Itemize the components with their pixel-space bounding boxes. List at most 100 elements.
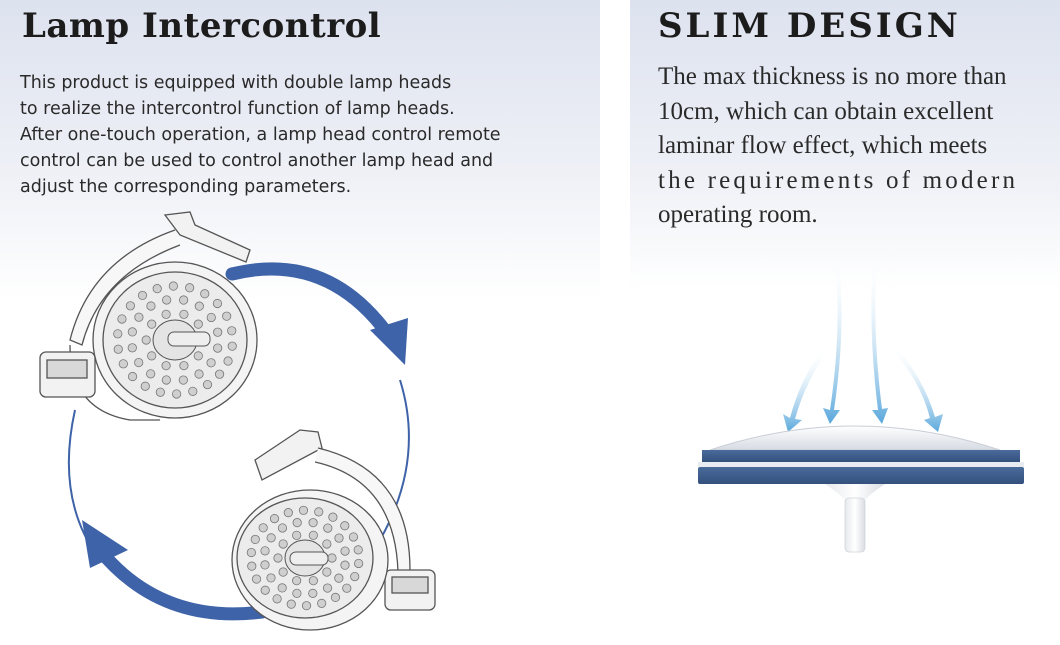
led-dot <box>227 341 237 351</box>
airflow-arrows-icon <box>783 262 943 432</box>
led-dot <box>278 539 288 549</box>
led-dot <box>260 546 270 556</box>
led-dot <box>185 283 195 293</box>
slim-design-panel: SLIM DESIGN The max thickness is no more… <box>630 0 1060 645</box>
led-dot <box>266 573 276 583</box>
led-dot <box>141 335 151 345</box>
led-dot <box>213 343 223 353</box>
lamp-head-illustration <box>39 211 258 421</box>
led-dot <box>152 284 162 294</box>
led-dot <box>251 574 262 584</box>
led-dot <box>212 298 223 309</box>
led-dot <box>317 598 327 608</box>
led-dot <box>342 583 352 593</box>
led-dot <box>137 290 148 301</box>
led-dot <box>292 530 302 540</box>
led-dot <box>155 387 165 397</box>
led-dot <box>323 523 333 533</box>
lamp-head-illustration <box>231 429 436 631</box>
led-dot <box>314 507 324 517</box>
led-dot <box>179 361 189 371</box>
description-line: adjust the corresponding parameters. <box>20 177 352 197</box>
description-line: 10cm, which can obtain excellent <box>658 97 994 125</box>
led-dot <box>340 521 350 531</box>
led-dot <box>147 351 157 361</box>
description-line: control can be used to control another l… <box>20 151 494 171</box>
led-dot <box>246 547 256 558</box>
led-dot <box>134 312 144 322</box>
led-dot <box>292 588 302 598</box>
led-dot <box>113 344 123 354</box>
led-dot <box>213 327 223 337</box>
lamp-intercontrol-title: Lamp Intercontrol <box>22 6 382 46</box>
led-dot <box>353 545 363 555</box>
led-dot <box>206 358 216 368</box>
led-dot <box>260 585 270 595</box>
led-dot <box>161 375 171 385</box>
led-dot <box>117 314 127 324</box>
led-dot <box>327 553 337 563</box>
led-dot <box>200 289 210 299</box>
led-dot <box>308 518 318 528</box>
led-dot <box>292 576 302 586</box>
led-dot <box>140 381 150 391</box>
led-dot <box>278 567 288 577</box>
description-line: laminar flow effect, which meets <box>658 132 988 159</box>
panel-gap <box>600 0 630 645</box>
led-dot <box>134 357 144 368</box>
led-dot <box>247 561 257 571</box>
led-dot <box>161 309 171 319</box>
led-dot <box>147 319 157 329</box>
led-dot <box>354 558 364 569</box>
led-dot <box>113 329 123 339</box>
led-dot <box>178 375 188 385</box>
led-dot <box>301 601 312 611</box>
led-dot <box>273 553 283 563</box>
lamp-intercontrol-description: This product is equipped with double lam… <box>20 70 580 200</box>
led-dot <box>322 539 332 549</box>
led-dot <box>308 530 318 540</box>
led-dot <box>334 573 344 583</box>
led-dot <box>277 583 287 593</box>
led-dot <box>223 356 233 366</box>
led-dot <box>214 369 225 379</box>
lamp-intercontrol-panel: Lamp Intercontrol This product is equipp… <box>0 0 600 645</box>
led-dot <box>277 523 288 533</box>
led-dot <box>298 505 309 515</box>
led-dot <box>283 508 293 518</box>
rotation-arrows-icon <box>67 262 410 621</box>
led-dot <box>188 386 198 396</box>
led-dot <box>194 369 204 379</box>
led-dot <box>127 327 137 337</box>
led-dot <box>266 533 276 543</box>
slim-design-description: The max thickness is no more than 10cm, … <box>658 60 1058 233</box>
led-dot <box>193 351 203 361</box>
led-dot <box>269 514 280 524</box>
led-dot <box>308 576 318 586</box>
led-dot <box>286 599 296 609</box>
led-dot <box>340 560 350 570</box>
led-dot <box>292 518 302 528</box>
slim-design-title: SLIM DESIGN <box>658 6 961 46</box>
led-dot <box>227 326 237 336</box>
led-dot <box>146 301 156 311</box>
led-dot <box>322 567 332 577</box>
led-dot <box>258 523 268 533</box>
slim-lamp-illustration <box>698 425 1024 553</box>
led-dot <box>161 361 171 371</box>
led-dot <box>127 371 138 382</box>
led-dot <box>260 560 270 570</box>
led-dot <box>330 592 341 602</box>
led-dot <box>322 583 333 593</box>
led-dot <box>340 546 350 556</box>
led-dot <box>202 379 213 390</box>
description-line: After one-touch operation, a lamp head c… <box>20 125 501 145</box>
description-line: the requirements of modern <box>658 166 1019 194</box>
led-dot <box>206 312 216 323</box>
led-dot <box>193 319 203 329</box>
led-dot <box>222 311 232 321</box>
led-dot <box>334 533 344 543</box>
led-dot <box>172 389 182 399</box>
description-line: The max thickness is no more than <box>658 63 1007 90</box>
description-line: to realize the intercontrol function of … <box>20 99 455 119</box>
